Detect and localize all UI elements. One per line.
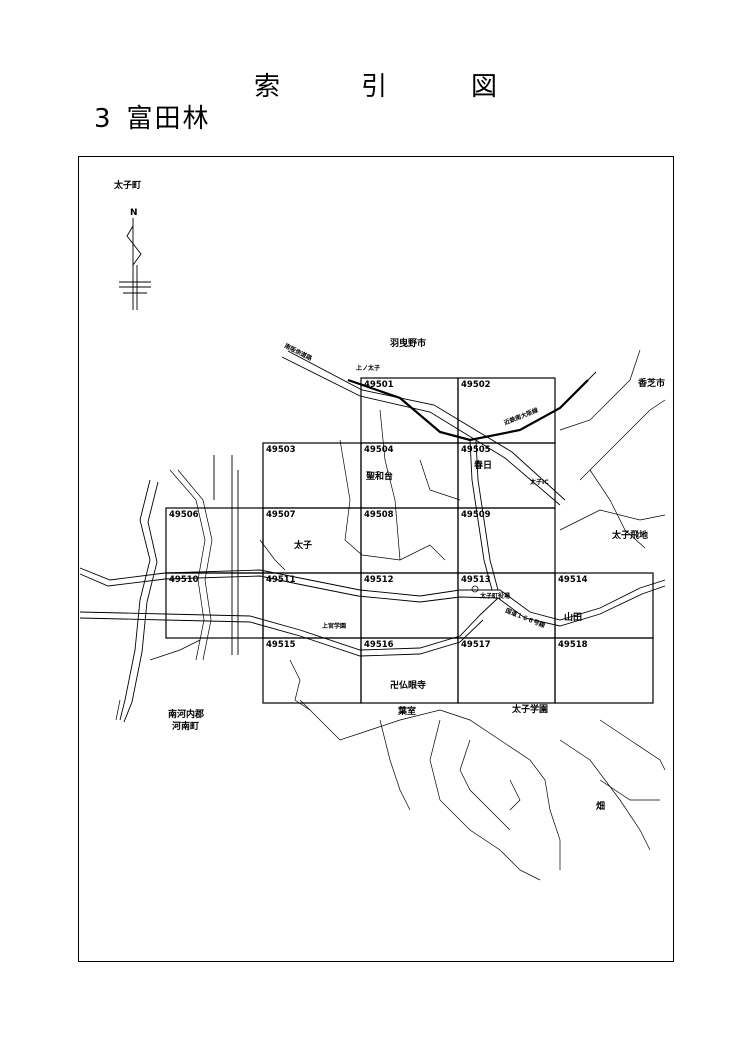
map-title: 索 引 図 xyxy=(0,66,750,106)
town-office-label: 太子町役場 xyxy=(479,592,510,600)
place-label: 太子学園 xyxy=(511,703,548,715)
index-grid xyxy=(165,377,654,704)
grid-cell-id: 49504 xyxy=(364,445,394,455)
place-label: 香芝市 xyxy=(637,377,665,389)
grid-cell-id: 49502 xyxy=(461,380,491,390)
north-label: N xyxy=(130,208,138,218)
place-label: 太子 xyxy=(293,539,312,551)
grid-cell-id: 49509 xyxy=(461,510,491,520)
town-label: 太子町 xyxy=(113,179,141,191)
grid-cell-id: 49503 xyxy=(266,445,296,455)
title-char: 索 xyxy=(254,72,281,102)
grid-cell-id: 49513 xyxy=(461,575,491,585)
station-label: 上ノ太子 xyxy=(356,364,380,372)
feature-labels: 南阪奈道路 上ノ太子 近鉄南大阪線 太子IC 太子町役場 国道１６６号線 上宮学… xyxy=(283,342,549,630)
route-label: 国道１６６号線 xyxy=(504,606,546,629)
place-label: 畑 xyxy=(596,800,605,812)
grid-cell-id: 49506 xyxy=(169,510,199,520)
interchange-label: 太子IC xyxy=(529,478,549,486)
grid-cell-id: 49508 xyxy=(364,510,394,520)
place-label: 葉室 xyxy=(397,705,416,717)
sheet-number: 3 xyxy=(94,104,113,134)
grid-cell[interactable] xyxy=(554,637,654,704)
grid-cell-id: 49501 xyxy=(364,380,394,390)
grid-cell-id: 49518 xyxy=(558,640,588,650)
place-label: 卍仏眼寺 xyxy=(390,679,426,691)
place-label: 太子飛地 xyxy=(611,529,648,541)
grid-cell-id: 49505 xyxy=(461,445,491,455)
grid-cell-id: 49507 xyxy=(266,510,296,520)
road-network xyxy=(79,349,666,881)
place-label: 春日 xyxy=(473,459,492,471)
place-label: 山田 xyxy=(564,611,582,623)
map-frame xyxy=(78,156,674,962)
school-label: 上宮学園 xyxy=(322,622,346,630)
grid-cell-id: 49512 xyxy=(364,575,394,585)
grid-cell-id: 49515 xyxy=(266,640,296,650)
grid-cell-id: 49517 xyxy=(461,640,491,650)
grid-cell-id: 49514 xyxy=(558,575,588,585)
grid-cell-id: 49510 xyxy=(169,575,199,585)
place-label: 河南町 xyxy=(172,720,199,732)
grid-cell-id: 49511 xyxy=(266,575,296,585)
place-label: 南河内郡 xyxy=(168,708,204,720)
town-office-marker xyxy=(471,585,479,593)
place-label: 聖和台 xyxy=(366,470,393,482)
grid-cell-id: 49516 xyxy=(364,640,394,650)
sheet-name: 富田林 xyxy=(126,104,211,134)
sheet-heading: 3 富田林 xyxy=(94,98,211,135)
north-arrow: N xyxy=(119,208,151,310)
grid-ids: 49501 49502 49503 49504 49505 49506 4950… xyxy=(169,380,588,650)
place-label: 羽曳野市 xyxy=(390,337,426,349)
title-char: 図 xyxy=(471,72,498,102)
title-char: 引 xyxy=(361,72,388,102)
place-labels: 羽曳野市 香芝市 聖和台 春日 太子 太子飛地 山田 卍仏眼寺 葉室 太子学園 … xyxy=(168,337,665,812)
